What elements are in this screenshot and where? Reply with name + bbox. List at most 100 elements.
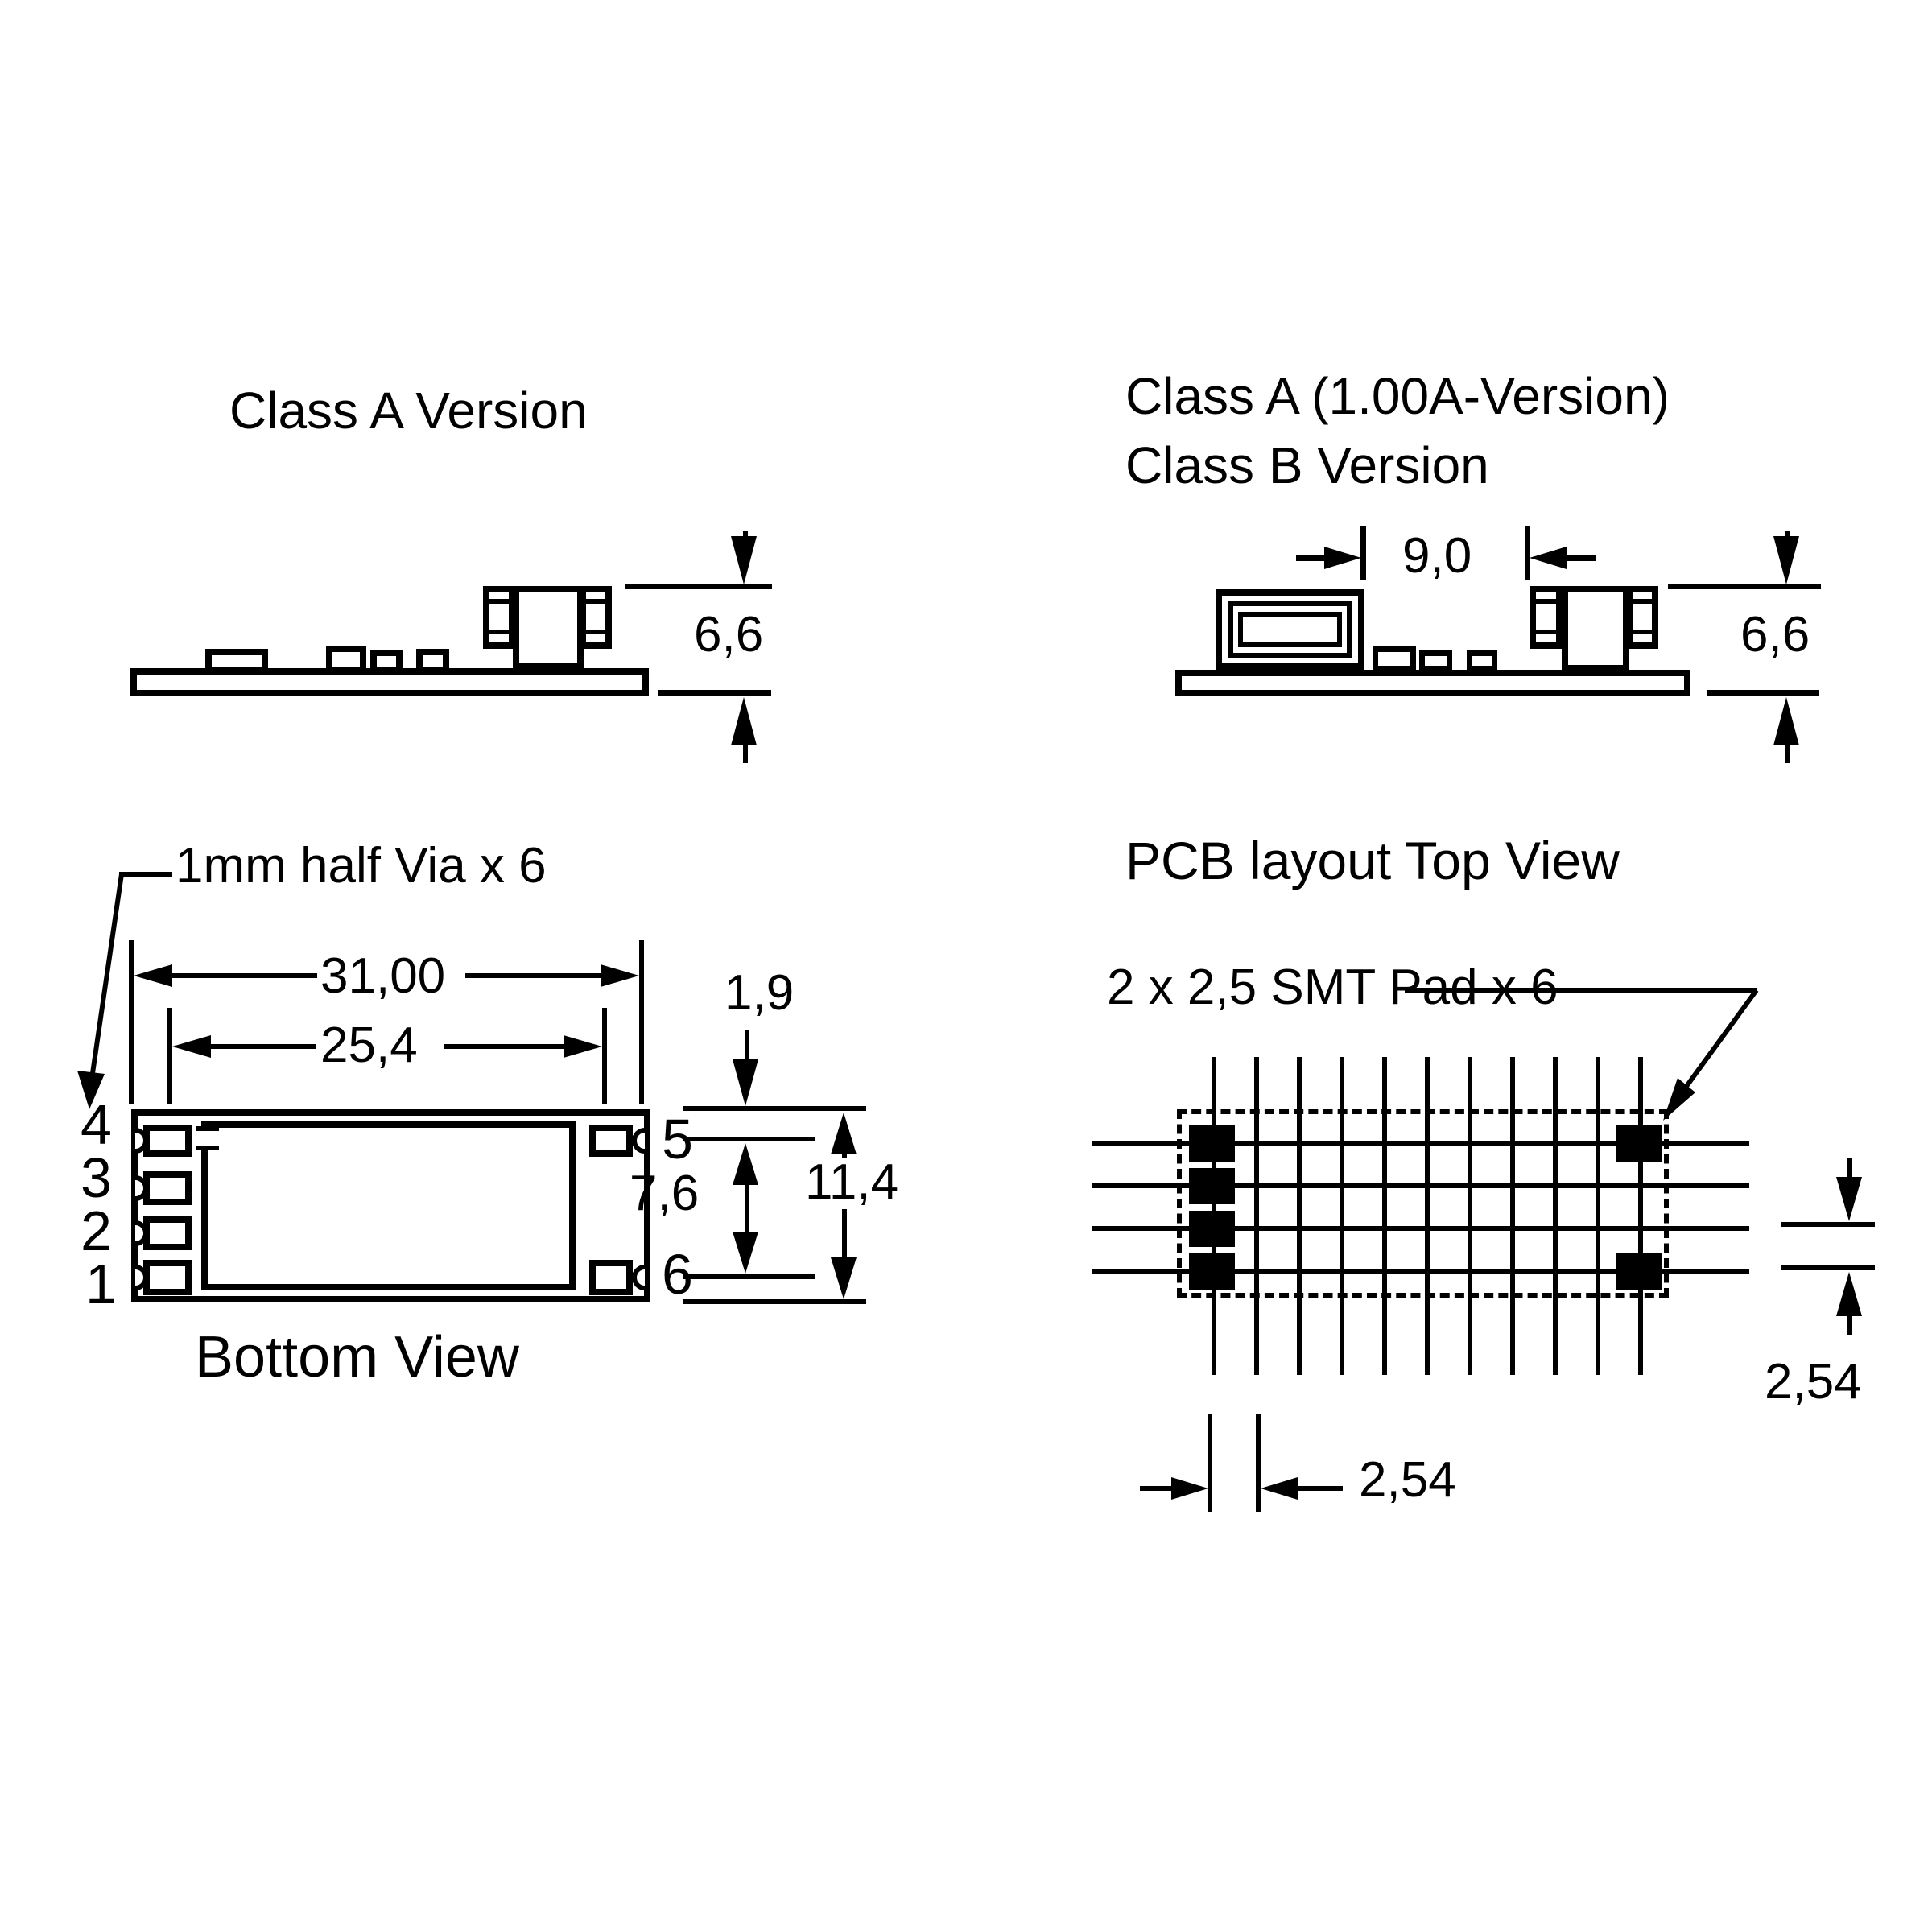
flange-stripe xyxy=(583,630,609,634)
grid-hline-pin-row xyxy=(1092,1183,1749,1188)
dim-arrow-stem xyxy=(1785,744,1790,763)
pcb-board-side-b xyxy=(1175,670,1690,696)
module-outline-dashed xyxy=(1177,1109,1669,1298)
leader-line xyxy=(119,872,172,877)
dim-arrow-stem xyxy=(1565,555,1596,561)
smd-component xyxy=(1419,650,1452,671)
grid-vline xyxy=(1553,1057,1558,1375)
arrow-head-icon xyxy=(77,1071,105,1109)
half-via-icon xyxy=(134,1265,148,1290)
half-via-icon xyxy=(134,1128,148,1154)
grid-vline xyxy=(1596,1057,1600,1375)
dim-line-bottom xyxy=(1707,690,1819,696)
board-inner-outline xyxy=(201,1121,576,1290)
capacitor-body xyxy=(513,586,584,670)
capacitor-flange-left xyxy=(483,586,515,649)
dim-pin-span: 7,6 xyxy=(630,1166,700,1221)
dim-arrow-stem xyxy=(842,1151,847,1158)
flange-stripe xyxy=(1533,630,1559,634)
dim-pitch-horizontal: 2,54 xyxy=(1359,1452,1456,1508)
dim-arrow-stem xyxy=(211,1044,316,1049)
flange-stripe xyxy=(486,630,512,634)
smt-pad xyxy=(1189,1211,1235,1247)
pin-label-4: 4 xyxy=(80,1093,112,1156)
half-via-icon xyxy=(632,1128,646,1154)
grid-vline xyxy=(1510,1057,1515,1375)
smt-pad xyxy=(1189,1168,1235,1204)
view-title-class-a: Class A Version xyxy=(229,382,588,440)
dim-arrow-stem xyxy=(1298,1486,1343,1491)
flange-stripe xyxy=(486,599,512,604)
note-smt-pad: 2 x 2,5 SMT Pad x 6 xyxy=(1107,960,1558,1015)
grid-vline xyxy=(1425,1057,1430,1375)
dim-extension xyxy=(167,1008,172,1104)
flange-stripe xyxy=(1629,599,1655,604)
dim-edge-offset: 1,9 xyxy=(724,965,795,1021)
transformer-inner xyxy=(1238,612,1342,647)
dim-board-height: 11,4 xyxy=(805,1154,899,1210)
dim-line-top xyxy=(625,584,772,589)
ref-line-board-top xyxy=(683,1106,866,1111)
dim-board-width: 31,00 xyxy=(320,948,446,1004)
grid-vline xyxy=(1340,1057,1344,1375)
dim-tick xyxy=(1360,526,1366,580)
leader-line xyxy=(1405,988,1757,993)
dim-arrow-stem xyxy=(1140,1486,1172,1491)
half-via-icon xyxy=(134,1220,148,1246)
dim-arrow-stem xyxy=(172,973,317,978)
smt-pad xyxy=(1189,1253,1235,1290)
dim-arrow-stem xyxy=(745,1030,749,1061)
smt-pad xyxy=(1616,1125,1662,1162)
grid-hline-pin-row xyxy=(1092,1141,1749,1146)
pin-label-3: 3 xyxy=(80,1146,112,1209)
flange-stripe xyxy=(583,599,609,604)
dim-arrow-stem xyxy=(1847,1158,1852,1179)
capacitor-body xyxy=(1562,586,1629,671)
capacitor-flange-left xyxy=(1530,586,1563,649)
view-title-class-ab-line2: Class B Version xyxy=(1125,436,1489,494)
ref-line-pin6 xyxy=(683,1274,815,1279)
dim-line-top xyxy=(1668,584,1821,589)
dim-extension xyxy=(639,940,644,1104)
leader-diagonal xyxy=(1672,989,1759,1104)
smd-component xyxy=(326,646,366,673)
dim-extension xyxy=(602,1008,607,1104)
dim-extension xyxy=(1256,1414,1261,1512)
view-caption-bottom: Bottom View xyxy=(195,1325,519,1389)
pin-label-2: 2 xyxy=(80,1199,112,1262)
dim-gap: 9,0 xyxy=(1402,528,1472,584)
half-via-icon xyxy=(134,1175,148,1201)
grid-hline-pin-row xyxy=(1092,1269,1749,1274)
arrow-head-icon xyxy=(1663,1078,1695,1121)
dim-arrow-stem xyxy=(465,973,601,978)
smd-component xyxy=(1373,646,1416,671)
pad-5 xyxy=(589,1125,633,1157)
dim-arrow-stem xyxy=(842,1209,847,1261)
grid-vline xyxy=(1468,1057,1472,1375)
note-half-via: 1mm half Via x 6 xyxy=(175,838,547,894)
pad-6 xyxy=(589,1260,633,1295)
smt-pad xyxy=(1616,1253,1662,1290)
flange-stripe xyxy=(1629,630,1655,634)
capacitor-flange-right xyxy=(1626,586,1658,649)
ref-line-board-bottom xyxy=(683,1299,866,1304)
smt-pad xyxy=(1189,1125,1235,1162)
dim-pad-span: 25,4 xyxy=(320,1018,418,1073)
grid-hline-pin-row xyxy=(1092,1226,1749,1231)
dim-arrow-stem xyxy=(743,744,748,763)
dim-arrow-stem xyxy=(444,1044,565,1049)
grid-vline xyxy=(1297,1057,1302,1375)
pad4-notch xyxy=(196,1126,219,1150)
half-via-icon xyxy=(632,1265,646,1290)
dim-height-b: 6,6 xyxy=(1740,607,1810,663)
pad-4 xyxy=(143,1125,192,1157)
leader-diagonal xyxy=(89,873,124,1080)
view-title-class-ab-line1: Class A (1.00A-Version) xyxy=(1125,367,1670,425)
dim-line xyxy=(1781,1265,1875,1270)
smd-component xyxy=(205,649,268,673)
grid-vline xyxy=(1638,1057,1643,1375)
dim-line xyxy=(1781,1222,1875,1227)
dim-height-a: 6,6 xyxy=(694,607,764,663)
